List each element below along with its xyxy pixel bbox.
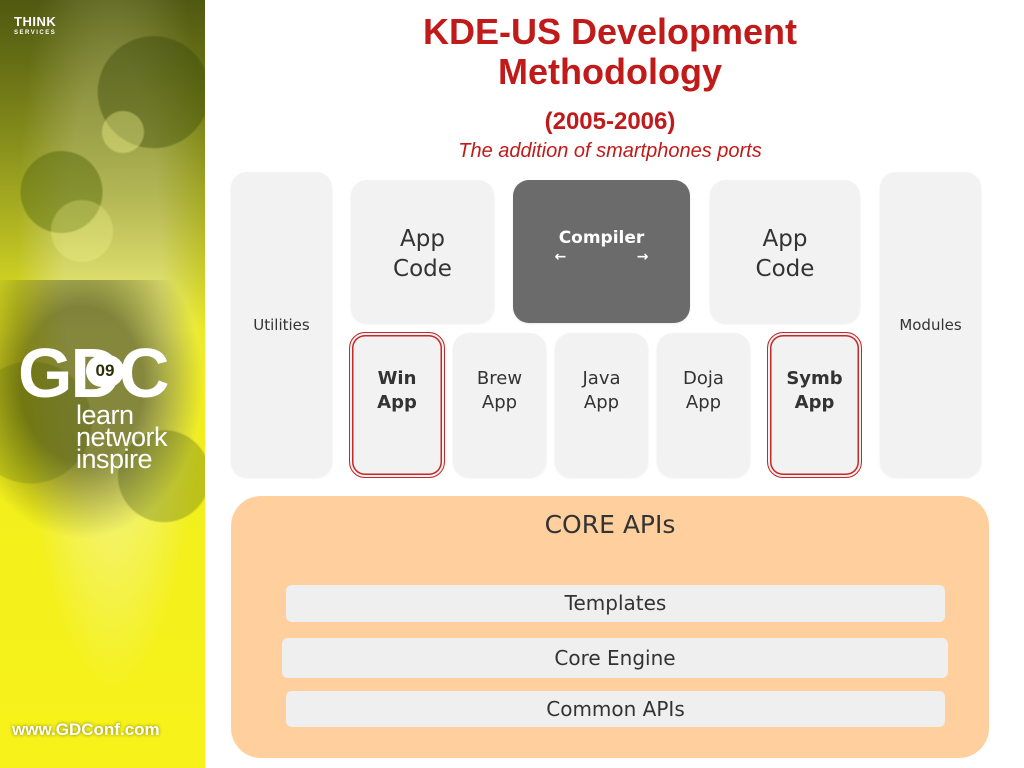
common-apis-label: Common APIs xyxy=(546,697,685,721)
core-apis-panel: CORE APIs Templates Core Engine Common A… xyxy=(231,496,989,758)
gdc-year-badge: 09 xyxy=(86,355,124,387)
modules-box: Modules xyxy=(880,172,981,477)
tagline-inspire: inspire xyxy=(76,444,153,474)
slide-title: KDE-US Development Methodology xyxy=(422,11,798,92)
app-code-right-line2: Code xyxy=(755,256,815,282)
slide-subtitle: The addition of smartphones ports xyxy=(458,140,762,162)
core-apis-title: CORE APIs xyxy=(544,510,676,539)
think-logo-subtext: SERVICES xyxy=(14,30,57,36)
arrow-right-icon: → xyxy=(636,249,649,265)
modules-label: Modules xyxy=(899,315,962,334)
doja-app-box: Doja App xyxy=(657,333,750,477)
win-app-line2: App xyxy=(377,392,417,413)
brew-app-line1: Brew xyxy=(476,368,523,389)
compiler-label: Compiler xyxy=(558,228,645,248)
win-app-line1: Win xyxy=(377,368,417,389)
gdc-tagline: learn network inspire xyxy=(76,400,168,474)
sidebar-panel: THINK SERVICES GDC 09 learn network insp… xyxy=(0,0,205,768)
think-logo-text: THINK xyxy=(14,14,57,29)
app-code-left-line2: Code xyxy=(393,256,452,282)
java-app-line1: Java xyxy=(582,368,621,389)
brew-app-box: Brew App xyxy=(453,333,546,477)
app-code-left-box: App Code xyxy=(351,180,494,323)
think-services-logo: THINK SERVICES xyxy=(14,14,56,36)
win-app-box: Win App xyxy=(349,332,445,478)
arrow-left-icon: ← xyxy=(554,249,567,265)
app-code-right-box: App Code xyxy=(710,180,860,323)
app-code-right-line1: App xyxy=(762,226,808,252)
core-engine-layer: Core Engine xyxy=(282,638,948,678)
doja-app-line1: Doja xyxy=(683,368,724,389)
sidebar-glow xyxy=(0,280,205,540)
compiler-box: Compiler ← → xyxy=(513,180,690,323)
brew-app-line2: App xyxy=(481,392,518,413)
symb-app-line2: App xyxy=(794,392,835,413)
sidebar-dark-band xyxy=(0,0,205,330)
java-app-line2: App xyxy=(583,392,620,413)
templates-layer: Templates xyxy=(286,585,945,622)
app-code-left-line1: App xyxy=(400,226,445,252)
common-apis-layer: Common APIs xyxy=(286,691,945,727)
java-app-box: Java App xyxy=(555,333,648,477)
utilities-box: Utilities xyxy=(231,172,332,477)
tagline-network: network xyxy=(76,422,168,452)
core-engine-label: Core Engine xyxy=(554,646,676,670)
templates-label: Templates xyxy=(564,591,667,615)
utilities-label: Utilities xyxy=(253,315,310,334)
symb-app-box: Symb App xyxy=(767,332,862,478)
slide-years: (2005-2006) xyxy=(544,108,676,135)
symb-app-line1: Symb xyxy=(786,368,843,389)
doja-app-line2: App xyxy=(685,392,722,413)
tagline-learn: learn xyxy=(76,400,134,430)
compiler-arrows: ← → xyxy=(555,248,649,266)
website-url: www.GDConf.com xyxy=(12,720,160,739)
